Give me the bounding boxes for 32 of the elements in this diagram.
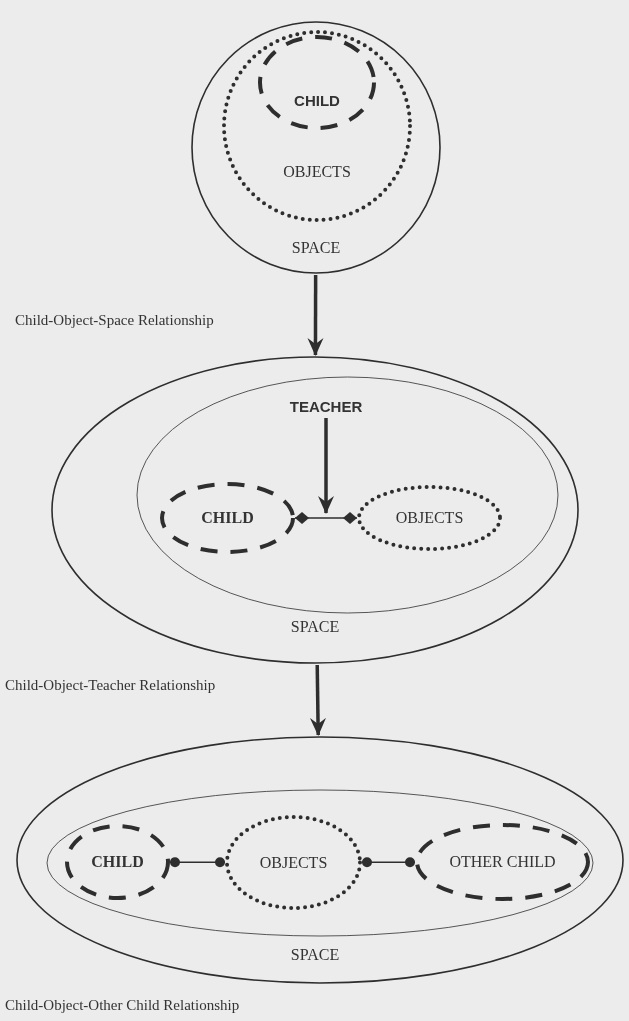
node-label: TEACHER [289,398,363,414]
solid-circle [190,20,442,275]
dashed-ellipse [258,35,376,130]
node-label: SPACE [291,240,341,256]
connector-line [169,857,226,868]
node-label: CHILD [91,854,144,870]
caption-text: Child-Object-Teacher Relationship [5,677,216,693]
solid-ellipse [15,735,625,985]
caption-text: Child-Object-Other Child Relationship [5,997,240,1013]
arrow [307,275,324,356]
node-label: CHILD [294,92,340,108]
arrow [309,664,326,736]
thin-ellipse [135,375,560,615]
node-label: CHILD [201,510,254,526]
node-label: OBJECTS [395,510,464,526]
connector-line [294,512,358,524]
node-label: SPACE [290,947,340,963]
dashed-ellipse [160,482,295,554]
node-label: SPACE [290,619,340,635]
dotted-ellipse [357,485,502,551]
node-label: OBJECTS [283,164,351,180]
dotted-ellipse [225,815,362,910]
node-label: OBJECTS [259,854,328,871]
dashed-ellipse [415,823,590,901]
thin-ellipse [45,788,595,938]
caption-text: Child-Object-Space Relationship [15,312,214,328]
node-label: OTHER CHILD [449,854,556,870]
dotted-circle [222,30,412,222]
connector-line [361,857,416,868]
dashed-ellipse [65,824,170,900]
solid-ellipse [50,355,580,665]
arrow [318,418,334,514]
